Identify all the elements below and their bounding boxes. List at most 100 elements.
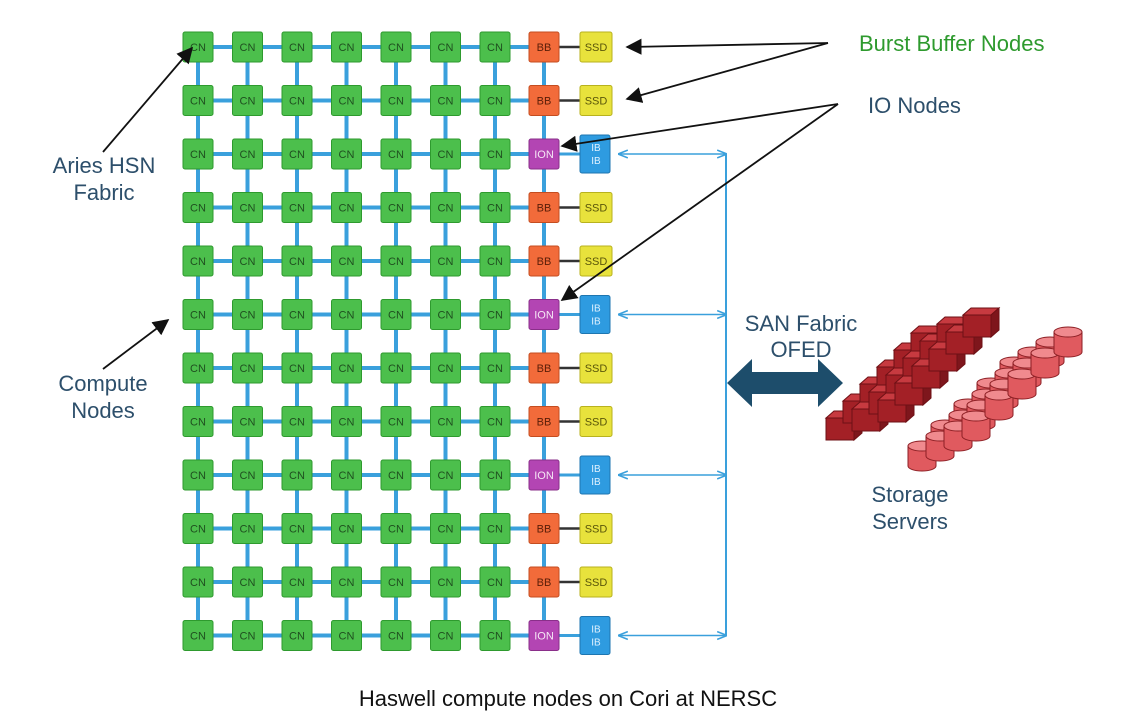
compute-node — [331, 513, 362, 544]
compute-node-label: CN — [190, 42, 206, 54]
aries-arrow — [102, 46, 194, 153]
compute-node-label: CN — [240, 256, 256, 268]
burst-buffer-node — [528, 85, 560, 116]
io-node — [528, 620, 560, 651]
compute-node-label: CN — [388, 203, 404, 215]
burst-buffer-label: BB — [537, 256, 552, 268]
burst-buffer-node — [528, 245, 560, 277]
compute-node-label: CN — [388, 149, 404, 161]
compute-node-label: CN — [339, 417, 355, 429]
compute-node — [479, 31, 511, 63]
compute-node — [331, 406, 362, 437]
compute-node — [479, 85, 511, 116]
compute-node-label: CN — [388, 96, 404, 108]
compute-node-label: CN — [289, 631, 305, 643]
burst-buffer-label: Burst Buffer Nodes — [859, 31, 1044, 56]
compute-node — [232, 138, 263, 170]
storage-label-line2: Servers — [872, 509, 948, 534]
burst-buffer-label: BB — [537, 203, 552, 215]
disk-cylinder — [1030, 347, 1060, 379]
compute-node — [479, 245, 511, 277]
ssd-label: SSD — [585, 363, 608, 375]
compute-node-label: CN — [339, 524, 355, 536]
compute-node-label: CN — [190, 149, 206, 161]
compute-node-label: CN — [339, 310, 355, 322]
compute-node-label: CN — [487, 524, 503, 536]
compute-node — [430, 406, 461, 437]
compute-node — [479, 138, 511, 170]
compute-node-label: CN — [438, 631, 454, 643]
compute-node — [430, 566, 461, 598]
compute-node — [430, 192, 461, 223]
compute-node-label: CN — [339, 631, 355, 643]
compute-node — [281, 513, 313, 544]
compute-node — [479, 192, 511, 223]
ib-label: IB — [591, 464, 601, 475]
compute-node — [430, 459, 461, 491]
compute-node-label: CN — [487, 470, 503, 482]
compute-node-label: CN — [289, 149, 305, 161]
compute-node-label: CN — [240, 96, 256, 108]
disk-cylinder — [1007, 368, 1037, 400]
ssd-label: SSD — [585, 42, 608, 54]
burst-buffer-node — [528, 192, 560, 223]
compute-node-label: CN — [438, 203, 454, 215]
compute-node — [281, 138, 313, 170]
compute-node — [430, 138, 461, 170]
compute-node — [281, 299, 313, 330]
compute-node — [479, 620, 511, 651]
ib-node — [579, 616, 611, 655]
compute-node — [479, 352, 511, 384]
ssd-node — [579, 406, 613, 437]
burst-buffer-node — [528, 406, 560, 437]
compute-node-label: CN — [388, 470, 404, 482]
compute-node-label: CN — [438, 42, 454, 54]
compute-node-label: CN — [388, 363, 404, 375]
compute-node — [281, 406, 313, 437]
compute-node — [479, 459, 511, 491]
burst-arrow-1 — [625, 38, 829, 55]
ssd-node — [579, 85, 613, 116]
compute-node-label: CN — [289, 417, 305, 429]
compute-node-label: CN — [438, 524, 454, 536]
san-connections — [619, 154, 843, 636]
ssd-label: SSD — [585, 417, 608, 429]
compute-node — [331, 245, 362, 277]
compute-node — [281, 620, 313, 651]
compute-node — [232, 513, 263, 544]
compute-node — [331, 138, 362, 170]
compute-node-label: CN — [190, 524, 206, 536]
compute-node — [232, 299, 263, 330]
compute-node — [380, 620, 412, 651]
compute-node-label: CN — [438, 310, 454, 322]
compute-node — [430, 352, 461, 384]
io-node-label: ION — [534, 310, 554, 322]
compute-node-label: CN — [339, 42, 355, 54]
compute-node-label: CN — [289, 96, 305, 108]
compute-node — [182, 406, 214, 437]
compute-node-label: CN — [190, 310, 206, 322]
disk-cylinder — [961, 410, 991, 442]
compute-node — [232, 352, 263, 384]
ssd-node — [579, 566, 613, 598]
compute-node-label: CN — [487, 256, 503, 268]
compute-node — [380, 192, 412, 223]
compute-node — [331, 192, 362, 223]
compute-node-label: CN — [240, 310, 256, 322]
compute-node — [232, 566, 263, 598]
burst-arrow-2 — [625, 42, 829, 103]
io-node-label: ION — [534, 470, 554, 482]
ssd-label: SSD — [585, 96, 608, 108]
compute-node-label: CN — [240, 631, 256, 643]
compute-node-label: CN — [339, 256, 355, 268]
ssd-label: SSD — [585, 524, 608, 536]
storage-label-line1: Storage — [871, 482, 948, 507]
ssd-node — [579, 31, 613, 63]
compute-node — [331, 352, 362, 384]
compute-node-label: CN — [289, 203, 305, 215]
compute-node — [430, 31, 461, 63]
ib-label: IB — [591, 638, 601, 649]
ib-node — [579, 295, 611, 334]
io-nodes-label: IO Nodes — [868, 93, 961, 118]
